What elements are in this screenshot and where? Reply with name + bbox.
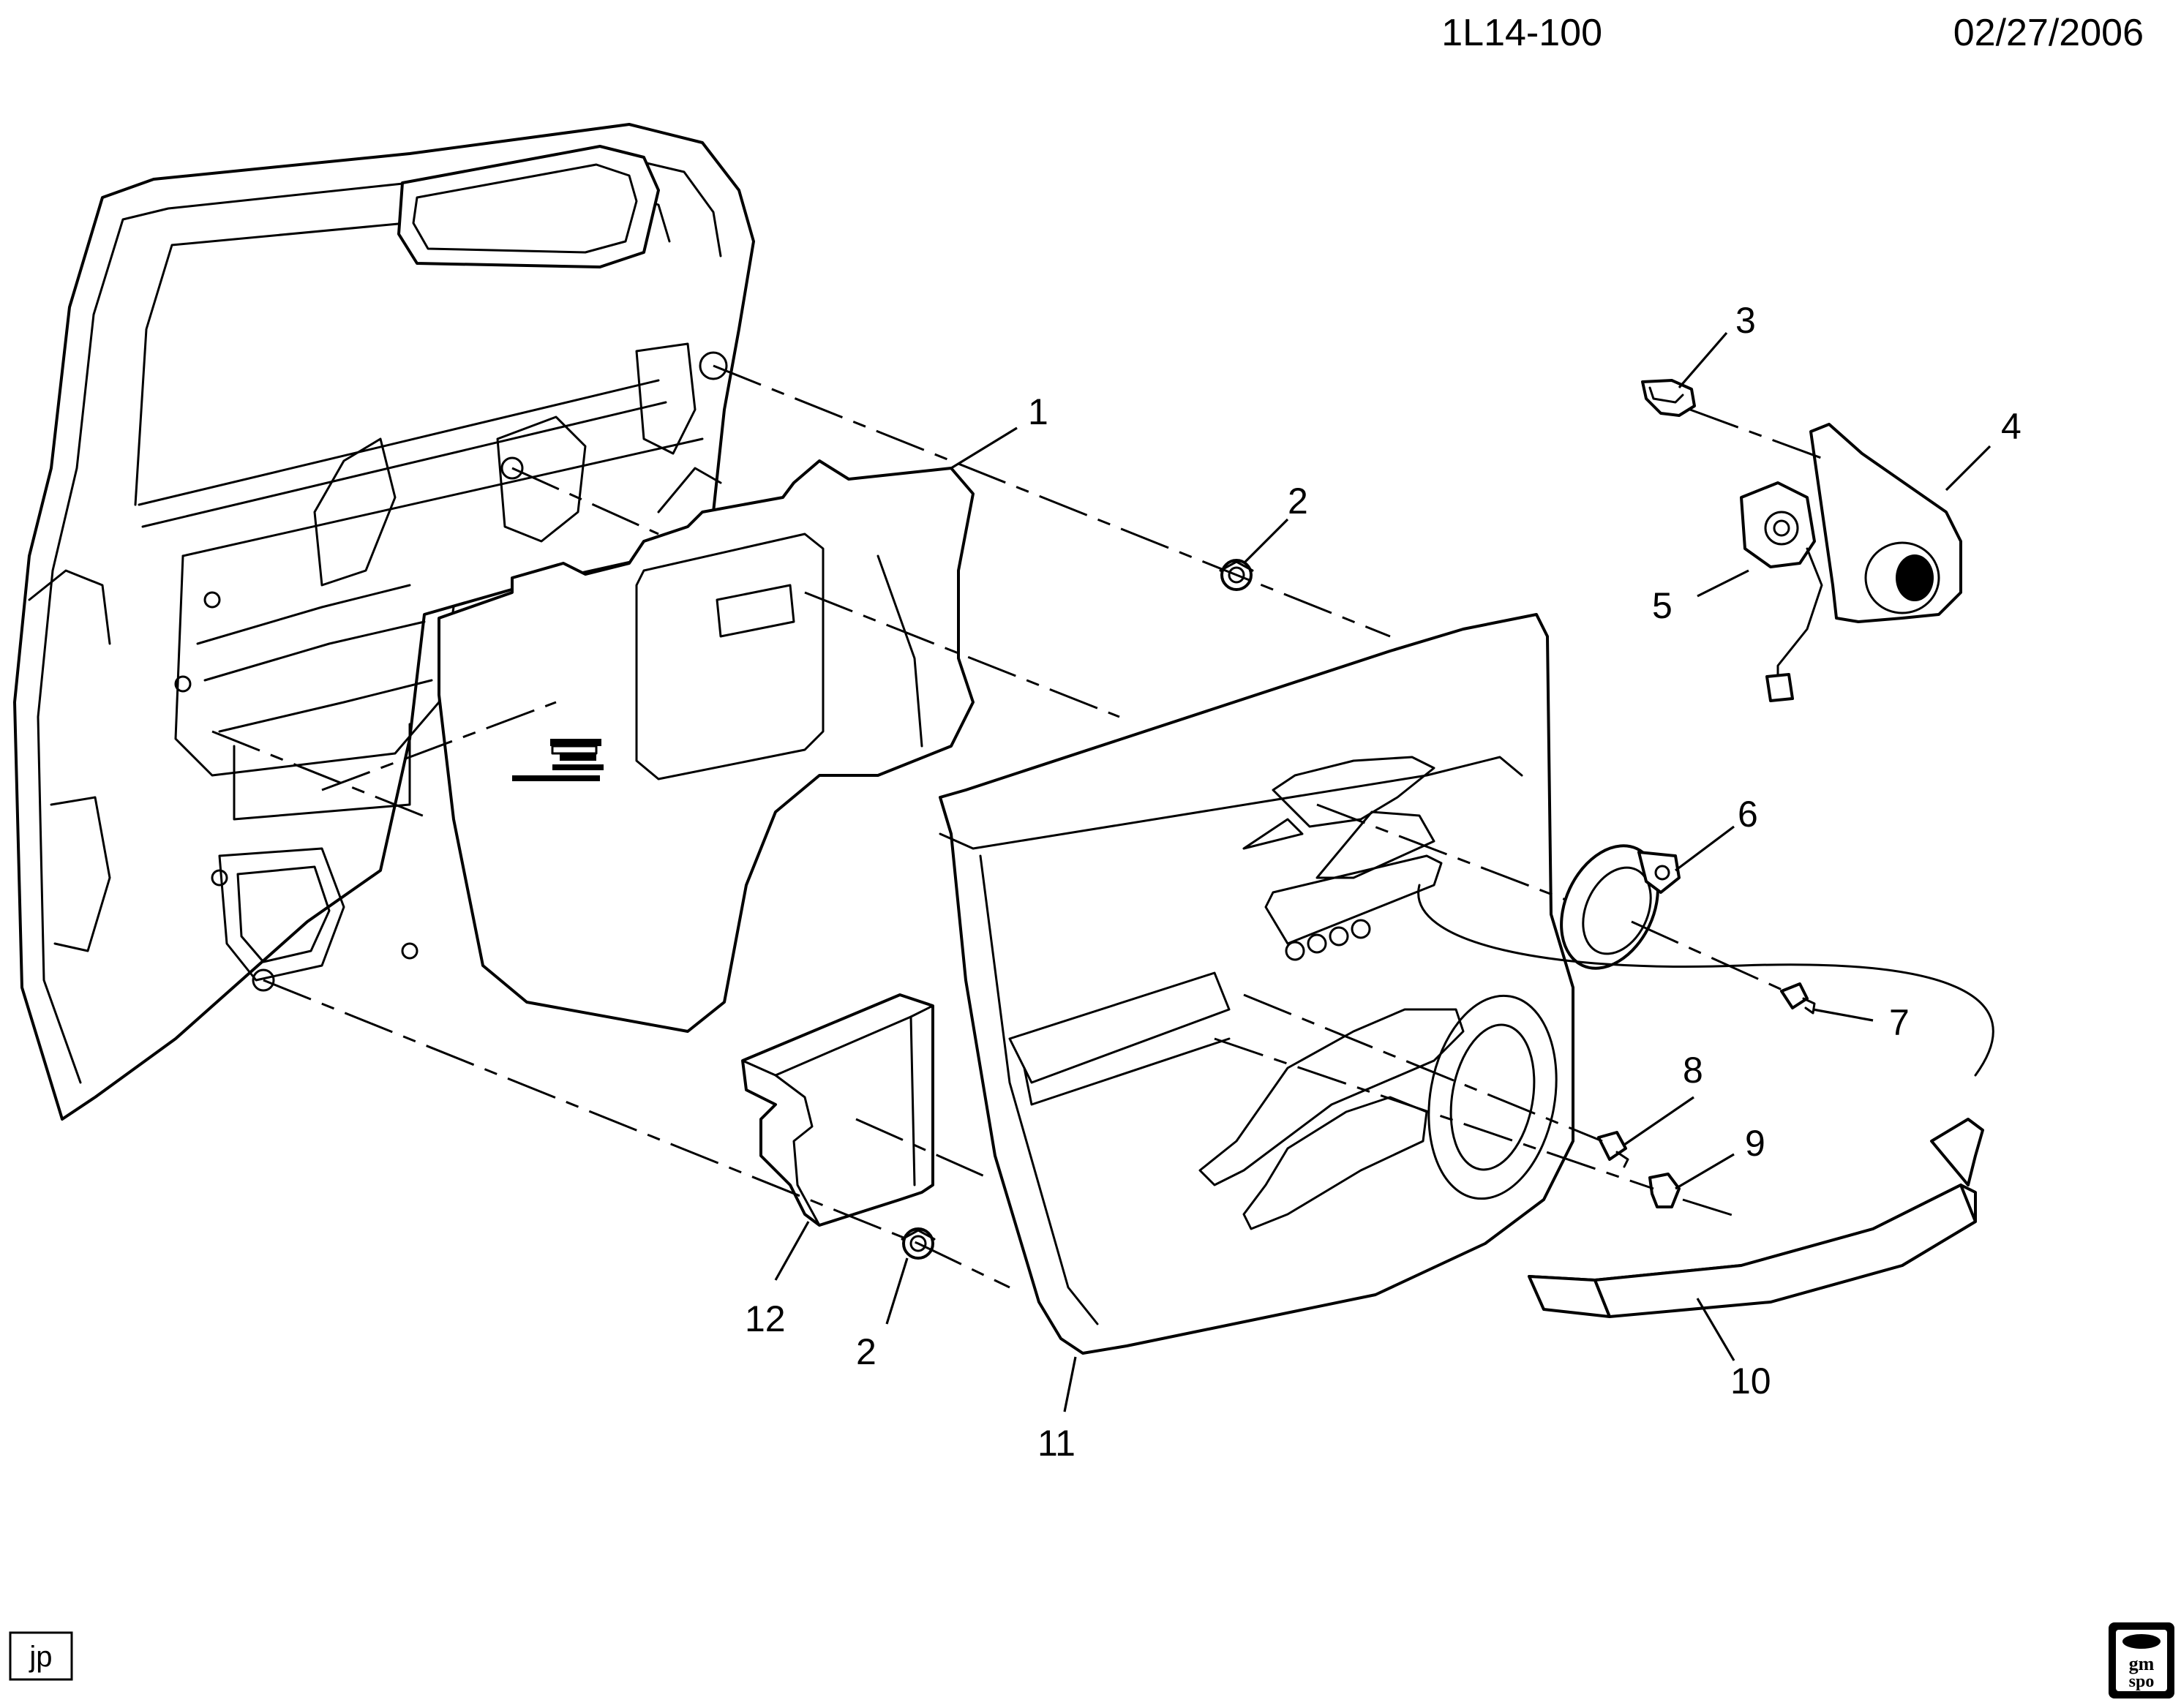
door-trim-panel-part-11	[939, 613, 1574, 1355]
callout-8: 8	[1683, 1050, 1703, 1091]
logo-text-spo: spo	[2129, 1672, 2155, 1691]
callout-9: 9	[1745, 1123, 1765, 1164]
water-deflector-part-1	[438, 459, 975, 1033]
callout-4: 4	[2001, 406, 2022, 447]
callout-6: 6	[1738, 794, 1758, 835]
callout-5: 5	[1652, 585, 1673, 626]
callout-2-lower: 2	[856, 1331, 876, 1372]
callout-10: 10	[1730, 1361, 1771, 1402]
callout-12: 12	[745, 1298, 786, 1339]
callout-1: 1	[1028, 391, 1048, 432]
callout-labels: 1 2 3 4 5 6 7 8 9 10 11 12 2	[745, 300, 2022, 1464]
gm-spo-logo: gm spo	[2109, 1622, 2174, 1698]
screw-part-7	[1780, 982, 1816, 1015]
armrest-pad-part-10	[1528, 1118, 1984, 1318]
tweeter-speaker-part-5	[1740, 481, 1823, 702]
tweeter-cover-part-4	[1809, 423, 1962, 623]
clip-part-9	[1648, 1173, 1681, 1208]
callout-11: 11	[1037, 1423, 1076, 1464]
callout-7: 7	[1889, 1002, 1910, 1043]
clip-part-3	[1641, 379, 1696, 417]
author-initials: jp	[29, 1641, 52, 1673]
author-box: jp	[9, 1631, 73, 1681]
screw-part-8	[1597, 1131, 1629, 1168]
logo-text-gm: gm	[2129, 1653, 2155, 1674]
insulator-part-12	[741, 993, 934, 1227]
speaker-ring-part-6	[1560, 844, 1681, 970]
diagram-date: 02/27/2006	[1953, 12, 2144, 54]
callout-2-upper: 2	[1288, 481, 1308, 522]
callout-3: 3	[1735, 300, 1756, 341]
diagram-code: 1L14-100	[1441, 12, 1602, 54]
callout-leaders	[774, 331, 1992, 1412]
door-frame-illustration	[13, 123, 755, 1121]
assembly-lines	[211, 364, 1994, 1289]
